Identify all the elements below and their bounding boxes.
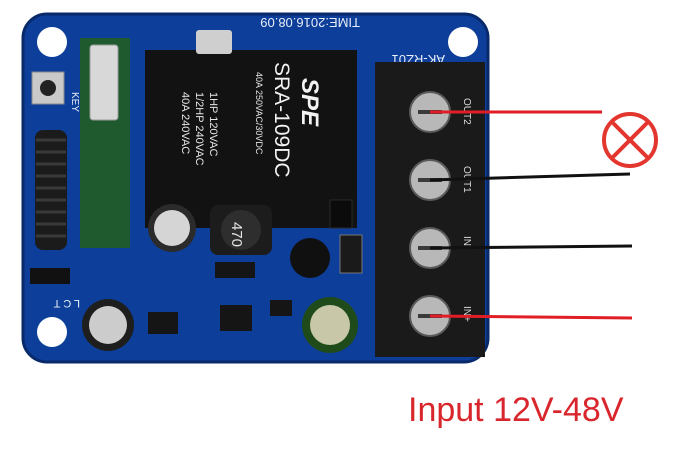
wire-black-out xyxy=(429,172,631,182)
terminal-label: IN+ xyxy=(461,306,472,322)
mounting-hole xyxy=(37,27,67,57)
relay-rating: 1/2HP 240VAC xyxy=(193,92,205,166)
green-capacitor-top xyxy=(310,305,350,345)
lamp-icon xyxy=(602,112,658,168)
date-label: TIME:2016.08.09 xyxy=(260,15,360,30)
electrolytic-capacitor-top xyxy=(89,306,127,344)
key-label: KEY xyxy=(69,92,80,112)
antenna-coil xyxy=(35,130,67,250)
relay-rating: 40A 240VAC xyxy=(179,92,191,154)
terminal-label: IN- xyxy=(461,236,472,249)
relay-tab xyxy=(329,199,353,229)
relay-side-rating: 40A 250VAC/30VDC xyxy=(254,72,264,155)
smd-component xyxy=(215,262,255,278)
transistor xyxy=(290,238,330,278)
mounting-hole xyxy=(37,317,67,347)
jumper-header xyxy=(30,268,70,284)
inductor-label: 470 xyxy=(228,222,245,247)
relay-model: SRA-109DC xyxy=(270,62,293,178)
smd-component xyxy=(148,312,178,334)
relay-body xyxy=(145,50,357,228)
diode xyxy=(339,234,363,274)
relay-top-notch xyxy=(196,30,232,54)
input-voltage-caption: Input 12V-48V xyxy=(408,391,624,429)
key-button[interactable] xyxy=(40,80,56,96)
crystal-oscillator xyxy=(89,44,119,121)
wire-red-in xyxy=(429,314,633,320)
relay-brand: SPE xyxy=(296,78,323,127)
ic-chip xyxy=(220,305,252,331)
capacitor-top xyxy=(154,210,190,246)
jumper-label: L C T xyxy=(53,297,80,309)
relay-rating: 1HP 120VAC xyxy=(207,92,219,156)
mounting-hole xyxy=(448,27,478,57)
ic-chip xyxy=(270,300,292,316)
wire-black-in xyxy=(429,244,633,250)
pcb-edge xyxy=(21,12,490,364)
antenna-coil-turns xyxy=(36,138,66,238)
inductor-core xyxy=(221,210,261,250)
